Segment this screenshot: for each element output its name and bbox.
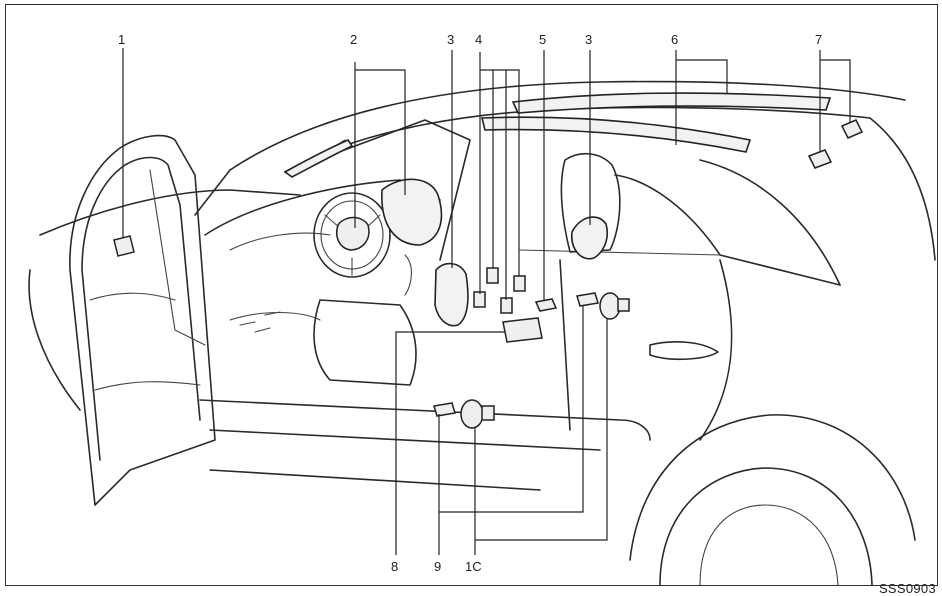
callout-5: 5 (539, 32, 546, 47)
airbag-control-unit (502, 317, 543, 343)
sensor-4b (486, 267, 499, 284)
curtain-airbag (283, 92, 832, 178)
callout-4: 4 (475, 32, 482, 47)
callout-6: 6 (671, 32, 678, 47)
passenger-airbag (381, 178, 443, 246)
driver-airbag (336, 216, 370, 251)
callout-labels: 1 2 3 4 5 3 6 7 8 9 1C (118, 32, 822, 574)
callout-3b: 3 (585, 32, 592, 47)
diagram-frame (5, 4, 938, 586)
callout-9: 9 (434, 559, 441, 574)
pressure-sensor-front (460, 399, 484, 429)
curtain-inflator-a (807, 149, 833, 169)
callout-2: 2 (350, 32, 357, 47)
curtain-inflator-b (840, 119, 864, 139)
rear-seat-side-airbag (571, 216, 609, 260)
airbag-components (113, 119, 864, 429)
leader-lines (122, 48, 851, 555)
callout-8: 8 (391, 559, 398, 574)
side-sensor-front (433, 402, 456, 417)
car-body (28, 80, 936, 586)
pressure-sensor-rear (599, 292, 621, 320)
sensor-4a (473, 291, 486, 308)
occupant-sensor (534, 298, 558, 312)
sensor-4d (513, 275, 526, 292)
figure-code: SSS0903 (878, 581, 936, 596)
open-front-door (69, 134, 216, 506)
callout-7: 7 (815, 32, 822, 47)
interior (204, 152, 621, 386)
callout-10: 1C (465, 559, 482, 574)
front-door-sensor (113, 235, 135, 257)
side-sensor-rear (576, 292, 599, 307)
sensor-4c (500, 297, 513, 314)
callout-1: 1 (118, 32, 125, 47)
front-seat-side-airbag (434, 262, 469, 327)
callout-3a: 3 (447, 32, 454, 47)
